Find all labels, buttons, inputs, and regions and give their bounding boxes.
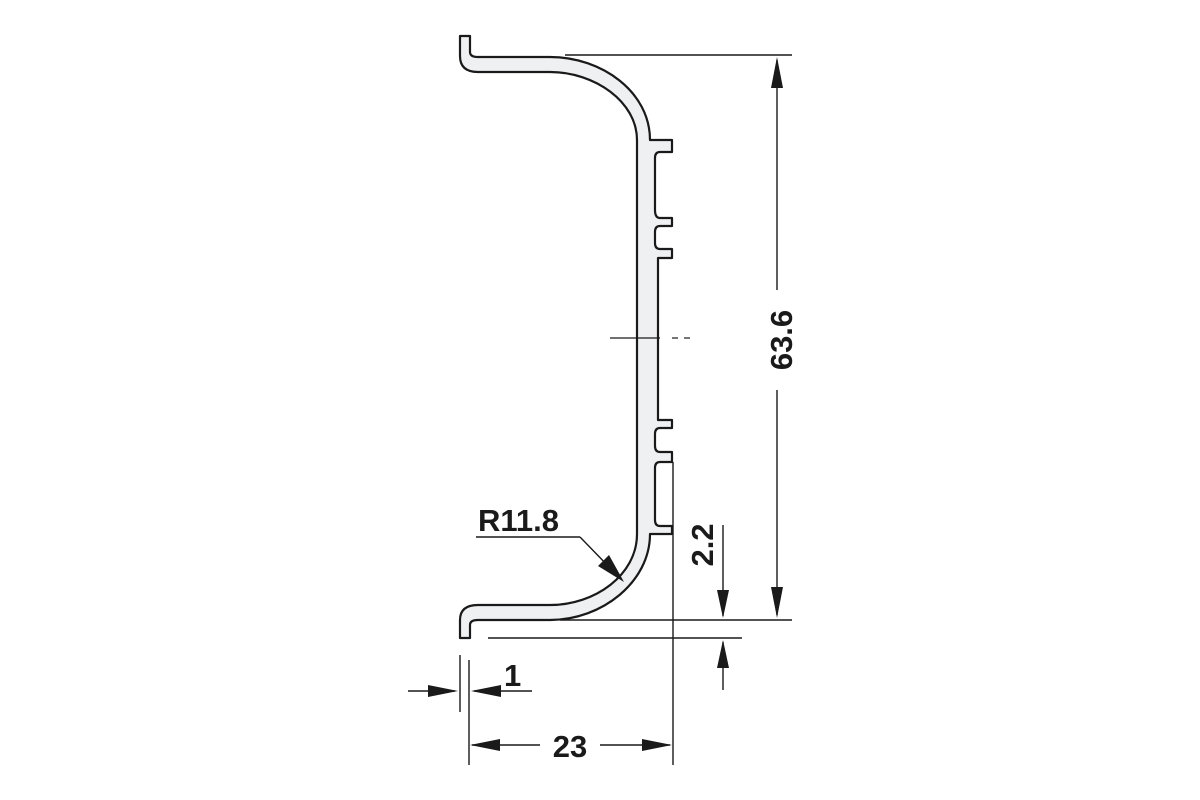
height-dimension: 63.6 bbox=[764, 57, 799, 618]
arrowhead-left-icon bbox=[470, 739, 500, 751]
lip-offset-label: 2.2 bbox=[685, 523, 720, 566]
radius-callout: R11.8 bbox=[476, 503, 624, 582]
profile-section bbox=[458, 34, 674, 640]
arrowhead-down-icon bbox=[771, 587, 783, 618]
profile-outline bbox=[458, 34, 674, 640]
depth-dimension: 23 bbox=[470, 729, 672, 764]
arrowhead-diagonal-icon bbox=[598, 555, 624, 582]
arrowhead-up-icon bbox=[771, 57, 783, 88]
wall-thickness-dimension: 1 bbox=[408, 658, 532, 697]
height-label: 63.6 bbox=[764, 310, 799, 370]
arrowhead-right-icon bbox=[428, 685, 458, 697]
depth-label: 23 bbox=[553, 729, 587, 764]
extension-lines bbox=[459, 54, 792, 765]
lip-offset-dimension: 2.2 bbox=[685, 523, 729, 690]
wall-thickness-label: 1 bbox=[504, 658, 521, 693]
arrowhead-left-icon bbox=[471, 685, 501, 697]
arrowhead-down-icon bbox=[717, 590, 729, 618]
radius-label: R11.8 bbox=[478, 503, 559, 538]
arrowhead-right-icon bbox=[642, 739, 672, 751]
arrowhead-up-icon bbox=[717, 640, 729, 668]
